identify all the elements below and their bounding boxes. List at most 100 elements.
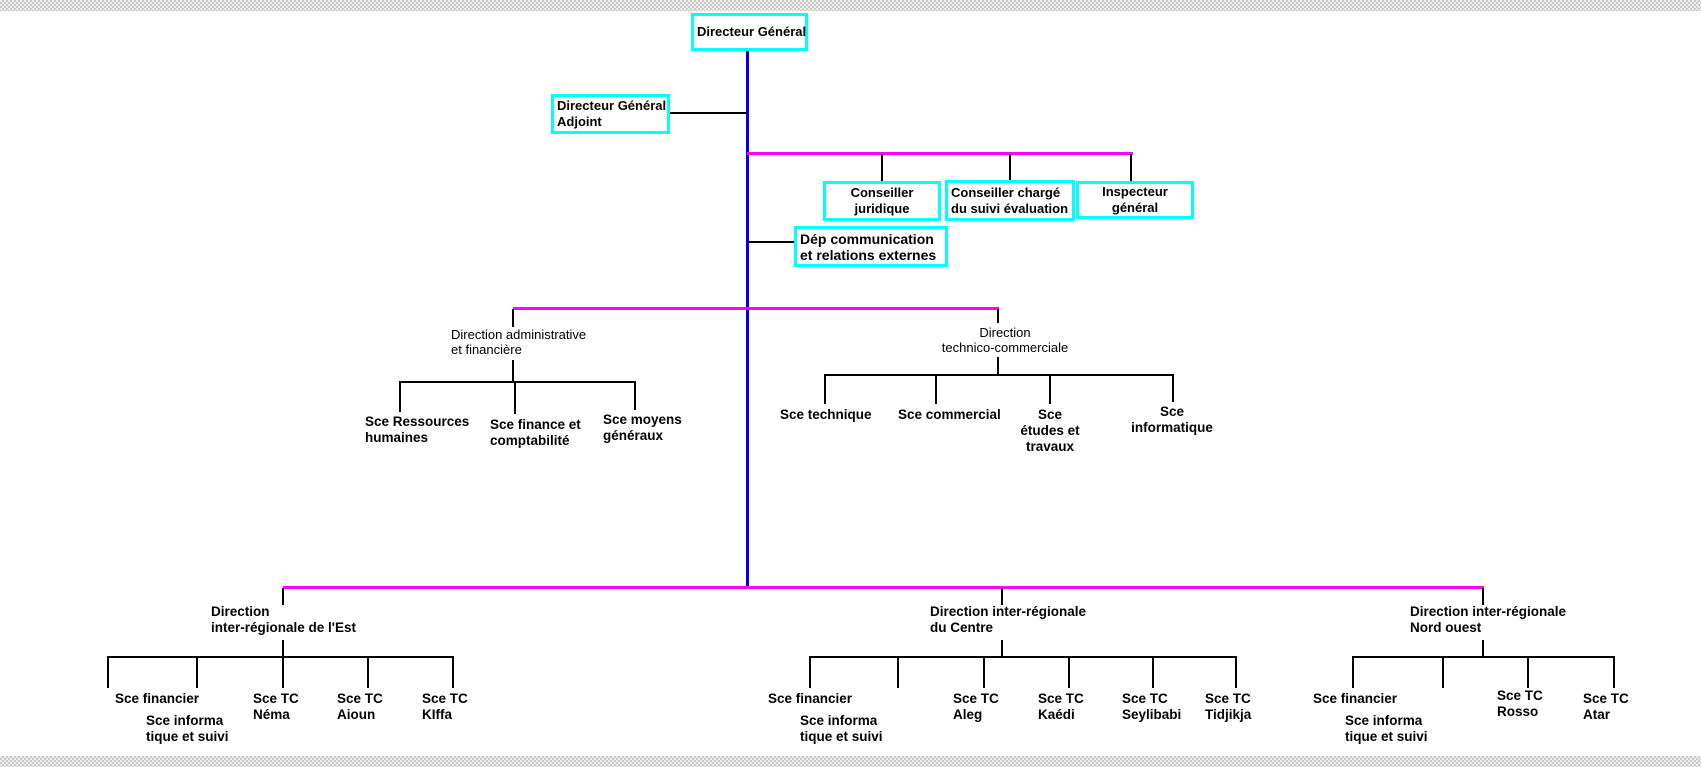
- connector-line: [1130, 154, 1132, 183]
- node-conseiller-suivi-evaluation: Conseiller chargé du suivi évaluation: [945, 180, 1075, 221]
- connector-line: [399, 381, 636, 383]
- connector-line: [107, 656, 109, 688]
- node-no-sce-tc-atar: Sce TC Atar: [1583, 691, 1629, 723]
- bottom-edge-band: [0, 756, 1701, 767]
- connector-line: [897, 656, 899, 688]
- mid-branch-line: [513, 307, 999, 310]
- node-direction-nord-ouest: Direction inter-régionale Nord ouest: [1410, 604, 1566, 636]
- node-est-sce-tc-nema: Sce TC Néma: [253, 691, 299, 723]
- node-label: Sce: [1159, 404, 1185, 419]
- node-label: Sce TC: [953, 691, 999, 706]
- connector-line: [452, 656, 454, 688]
- node-label: Sce TC: [337, 691, 383, 706]
- node-no-sce-tc-rosso: Sce TC Rosso: [1497, 688, 1543, 720]
- node-conseiller-juridique: Conseiller juridique: [823, 181, 941, 221]
- node-label: Néma: [253, 707, 290, 722]
- node-centre-sce-financier: Sce financier: [768, 691, 852, 707]
- connector-line: [1527, 656, 1529, 688]
- node-label: Sce informa: [800, 713, 878, 728]
- bottom-branch-line: [283, 586, 1484, 589]
- connector-line: [1172, 374, 1174, 402]
- node-label: Sce TC: [1205, 691, 1251, 706]
- node-label: Seylibabi: [1122, 707, 1182, 722]
- connector-line: [1482, 588, 1484, 605]
- node-sce-ressources-humaines: Sce Ressources humaines: [365, 414, 469, 446]
- node-direction-centre: Direction inter-régionale du Centre: [930, 604, 1086, 636]
- top-edge-band: [0, 0, 1701, 11]
- connector-line: [512, 309, 514, 327]
- connector-line: [399, 381, 401, 412]
- node-inspecteur-general: Inspecteur général: [1076, 181, 1194, 219]
- connector-line: [634, 381, 636, 410]
- node-label: Sce TC: [253, 691, 299, 706]
- node-sce-informatique: Sce informatique: [1128, 404, 1216, 436]
- node-label: Inspecteur: [1102, 184, 1168, 199]
- connector-line: [1352, 656, 1615, 658]
- node-centre-sce-tc-tidjikja: Sce TC Tidjikja: [1205, 691, 1251, 723]
- connector-line: [1001, 640, 1003, 657]
- connector-line: [1009, 154, 1011, 182]
- node-label: Direction: [211, 604, 270, 619]
- connector-line: [809, 656, 1237, 658]
- node-est-sce-financier: Sce financier: [115, 691, 199, 707]
- node-label: Dép communication: [800, 230, 934, 247]
- node-label: Sce financier: [768, 691, 853, 706]
- node-label: Direction: [979, 325, 1031, 340]
- node-est-sce-tc-aioun: Sce TC Aioun: [337, 691, 383, 723]
- node-label: Direction inter-régionale: [930, 604, 1087, 619]
- node-centre-sce-informatique-suivi: Sce informa tique et suivi: [800, 713, 883, 745]
- node-sce-commercial: Sce commercial: [898, 407, 1001, 423]
- node-label: Sce informa: [1345, 713, 1423, 728]
- connector-line: [983, 656, 985, 688]
- connector-line: [824, 374, 1174, 376]
- node-label: technico-commerciale: [941, 340, 1069, 355]
- node-label: Sce financier: [1313, 691, 1398, 706]
- connector-line: [935, 374, 937, 404]
- node-label: Tidjikja: [1205, 707, 1252, 722]
- node-label: Atar: [1583, 707, 1611, 722]
- connector-line: [1152, 656, 1154, 688]
- connector-line: [514, 381, 516, 414]
- node-sce-moyens-generaux: Sce moyens généraux: [603, 412, 682, 444]
- node-label: comptabilité: [490, 433, 570, 448]
- connector-line: [107, 656, 454, 658]
- node-label: Sce finance et: [490, 417, 581, 432]
- connector-line: [282, 656, 284, 688]
- node-label: Directeur Général: [557, 98, 667, 113]
- node-sce-technique: Sce technique: [780, 407, 872, 423]
- node-label: travaux: [1025, 439, 1075, 454]
- connector-line: [748, 241, 795, 243]
- connector-line: [809, 656, 811, 688]
- node-label: Kaédi: [1038, 707, 1075, 722]
- node-est-sce-tc-kiffa: Sce TC KIffa: [422, 691, 468, 723]
- node-directeur-general: Directeur Général: [691, 13, 808, 51]
- node-label: Sce moyens: [603, 412, 682, 427]
- connector-line: [367, 656, 369, 688]
- node-label: études et: [1020, 423, 1080, 438]
- node-label: Sce commercial: [898, 407, 1001, 422]
- staff-branch-line: [747, 152, 1133, 155]
- connector-line: [512, 360, 514, 382]
- node-label: Sce technique: [780, 407, 872, 422]
- node-label: Conseiller chargé: [951, 184, 1061, 200]
- connector-line: [282, 588, 284, 605]
- node-centre-sce-tc-aleg: Sce TC Aleg: [953, 691, 999, 723]
- node-label: Adjoint: [557, 114, 602, 129]
- node-label: Nord ouest: [1410, 620, 1482, 635]
- node-centre-sce-tc-kaedi: Sce TC Kaédi: [1038, 691, 1084, 723]
- node-est-sce-informatique-suivi: Sce informa tique et suivi: [146, 713, 229, 745]
- node-sce-finance-comptabilite: Sce finance et comptabilité: [490, 417, 581, 449]
- connector-line: [196, 656, 198, 688]
- connector-line: [1442, 656, 1444, 688]
- node-label: généraux: [603, 428, 664, 443]
- node-label: Conseiller: [850, 185, 914, 200]
- node-label: Sce TC: [1038, 691, 1084, 706]
- node-label: inter-régionale de l'Est: [211, 620, 356, 635]
- node-directeur-general-adjoint: Directeur Général Adjoint: [551, 94, 670, 134]
- node-dep-communication: Dép communication et relations externes: [794, 226, 948, 267]
- node-label: tique et suivi: [146, 729, 229, 744]
- node-no-sce-financier: Sce financier: [1313, 691, 1397, 707]
- node-label: tique et suivi: [1345, 729, 1428, 744]
- connector-line: [997, 309, 999, 323]
